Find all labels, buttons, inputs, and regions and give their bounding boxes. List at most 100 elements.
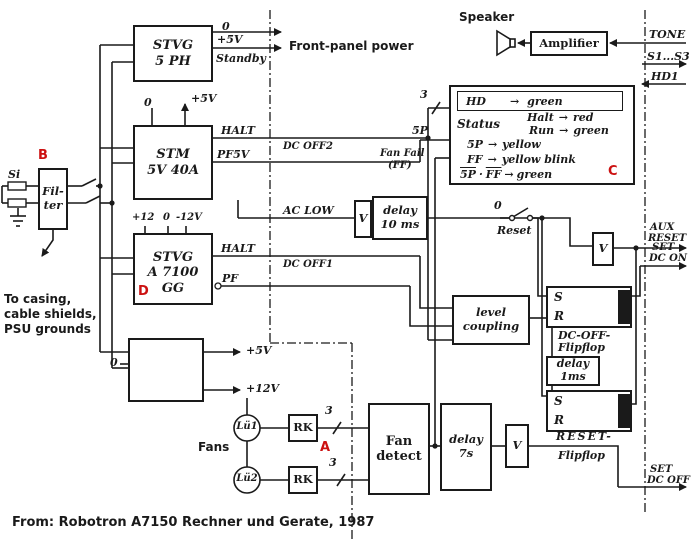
delay-7s-box: delay 7s: [440, 403, 492, 491]
rail-0-label: 0: [163, 212, 170, 223]
5p-signal: 5P: [467, 138, 483, 151]
set-dc-on-label2: DC ON: [649, 253, 687, 264]
delay-10ms-box: delay 10 ms: [372, 196, 428, 240]
level-coupling-label2: coupling: [462, 319, 520, 333]
amplifier-box: Amplifier: [530, 31, 608, 56]
stm-label1: STM: [156, 147, 190, 163]
fan-power-switch-box: [128, 338, 204, 402]
reset-ff-s-input: S: [554, 394, 563, 408]
delay7-label1: delay: [449, 432, 483, 447]
status-bus-width-label: 3: [420, 88, 428, 101]
set-dc-off-label2: DC OFF: [647, 475, 691, 486]
ff-led-row: FF → yellow blink: [467, 153, 576, 166]
amplifier-label: Amplifier: [539, 35, 599, 50]
rk1-box: RK: [288, 414, 318, 442]
halt-signal: Halt: [527, 111, 554, 124]
ff-signal: FF: [467, 153, 483, 166]
pf5v-label: PF5V: [217, 148, 250, 161]
run-arrow-icon: →: [559, 124, 569, 137]
rail-plus12-label: +12: [132, 212, 155, 223]
aux-reset-label2: RESET: [648, 233, 687, 244]
rk2-label: RK: [293, 472, 313, 487]
status-led-panel: HD → green Status Halt → red Run → green…: [449, 85, 635, 185]
arrow-wires: [41, 28, 687, 491]
speaker-icon: [496, 29, 516, 57]
stvg7100-label2: A 7100: [147, 265, 199, 281]
reset-switch-icon: [508, 214, 534, 222]
dcoff-ff-output-bar: [618, 290, 630, 324]
delay-1ms-box: delay 1ms: [546, 356, 600, 386]
hd-color: green: [527, 94, 563, 108]
stm-label2: 5V 40A: [147, 162, 199, 178]
out-5v-label: +5V: [217, 33, 243, 46]
fan-detect-label2: detect: [376, 449, 422, 464]
5p-wire-label: 5P: [412, 124, 428, 137]
v1-label: V: [358, 211, 368, 226]
rk1-label: RK: [293, 420, 313, 435]
5pff-and-dot: ·: [478, 168, 483, 181]
level-coupling-label1: level: [475, 305, 507, 320]
stm-5v-rail-label: +5V: [191, 92, 217, 105]
stm-0-rail-label: 0: [144, 96, 152, 109]
stvg7100-label3: GG: [161, 280, 185, 296]
stvg-5ph-label1: STVG: [152, 38, 194, 54]
fan-5v-label: +5V: [246, 344, 272, 357]
stm-5v-converter: STM 5V 40A: [133, 125, 213, 200]
run-signal: Run: [529, 124, 555, 137]
reset-ff-name2: Flipflop: [558, 449, 605, 462]
v-driver-auxreset: V: [592, 232, 614, 266]
reset-flipflop-box: S R: [546, 390, 632, 432]
fan-icon: [233, 414, 261, 494]
ground-note-line2: cable shields,: [4, 307, 97, 321]
fan2-bus-width-label: 3: [329, 456, 337, 469]
tone-label: TONE: [649, 28, 686, 41]
section-marker-c: C: [608, 164, 618, 179]
fan-fail-label2: (FF): [388, 160, 412, 171]
fan1-label: Lü1: [236, 421, 258, 432]
delay7-label2: 7s: [458, 446, 474, 460]
fan2-label: Lü2: [236, 473, 258, 484]
chassis-boundary-lines: [269, 10, 646, 540]
v-driver-aclow: V: [354, 200, 372, 238]
dc-off-flipflop-box: S R: [546, 286, 632, 328]
v3-label: V: [598, 241, 608, 256]
hd1-label: HD1: [651, 70, 679, 83]
dcoff-ff-r-input: R: [554, 309, 564, 323]
pf-label: PF: [222, 272, 239, 285]
halt-arrow-icon: →: [558, 111, 568, 124]
fan-fail-label1: Fan Fail: [380, 148, 425, 159]
rk2-box: RK: [288, 466, 318, 494]
stvg-5ph-converter: STVG 5 PH: [133, 25, 213, 82]
v2-label: V: [512, 438, 522, 453]
5pff-color: green: [516, 168, 553, 181]
delay1-label1: delay: [556, 357, 590, 371]
hd-signal: HD: [466, 94, 486, 108]
out-0-label: 0: [222, 20, 230, 33]
dcoff-ff-name2: Flipflop: [558, 341, 605, 354]
status-title: Status: [457, 117, 501, 131]
halt1-label: HALT: [221, 124, 255, 137]
ground-note-line3: PSU grounds: [4, 322, 91, 336]
hd-led-row: HD → green: [457, 91, 623, 111]
stvg7100-label1: STVG: [152, 250, 194, 265]
reset-0-label: 0: [494, 199, 502, 212]
reset-ff-r-input: R: [554, 413, 564, 427]
section-marker-b: B: [38, 148, 48, 163]
source-caption: From: Robotron A7150 Rechner und Gerate,…: [12, 515, 375, 530]
set-dc-on-label1: SET: [652, 242, 675, 253]
fans-label: Fans: [198, 440, 230, 454]
fuse-icon: [7, 181, 27, 208]
stvg-a7100-converter: STVG A 7100 GG: [133, 233, 213, 305]
5pff-signal1: 5P: [460, 168, 476, 181]
ac-low-label: AC LOW: [283, 204, 334, 217]
si-fuse-label: Si: [8, 168, 21, 181]
fan-detect-box: Fan detect: [368, 403, 430, 495]
fan-detect-label1: Fan: [385, 433, 413, 449]
v-driver-setdcoff: V: [505, 424, 529, 468]
halt-color: red: [573, 111, 594, 124]
halt2-label: HALT: [221, 242, 255, 255]
dcoff-ff-s-input: S: [554, 290, 563, 304]
reset-label: Reset: [497, 224, 532, 237]
5pff-arrow-icon: →: [504, 168, 514, 181]
